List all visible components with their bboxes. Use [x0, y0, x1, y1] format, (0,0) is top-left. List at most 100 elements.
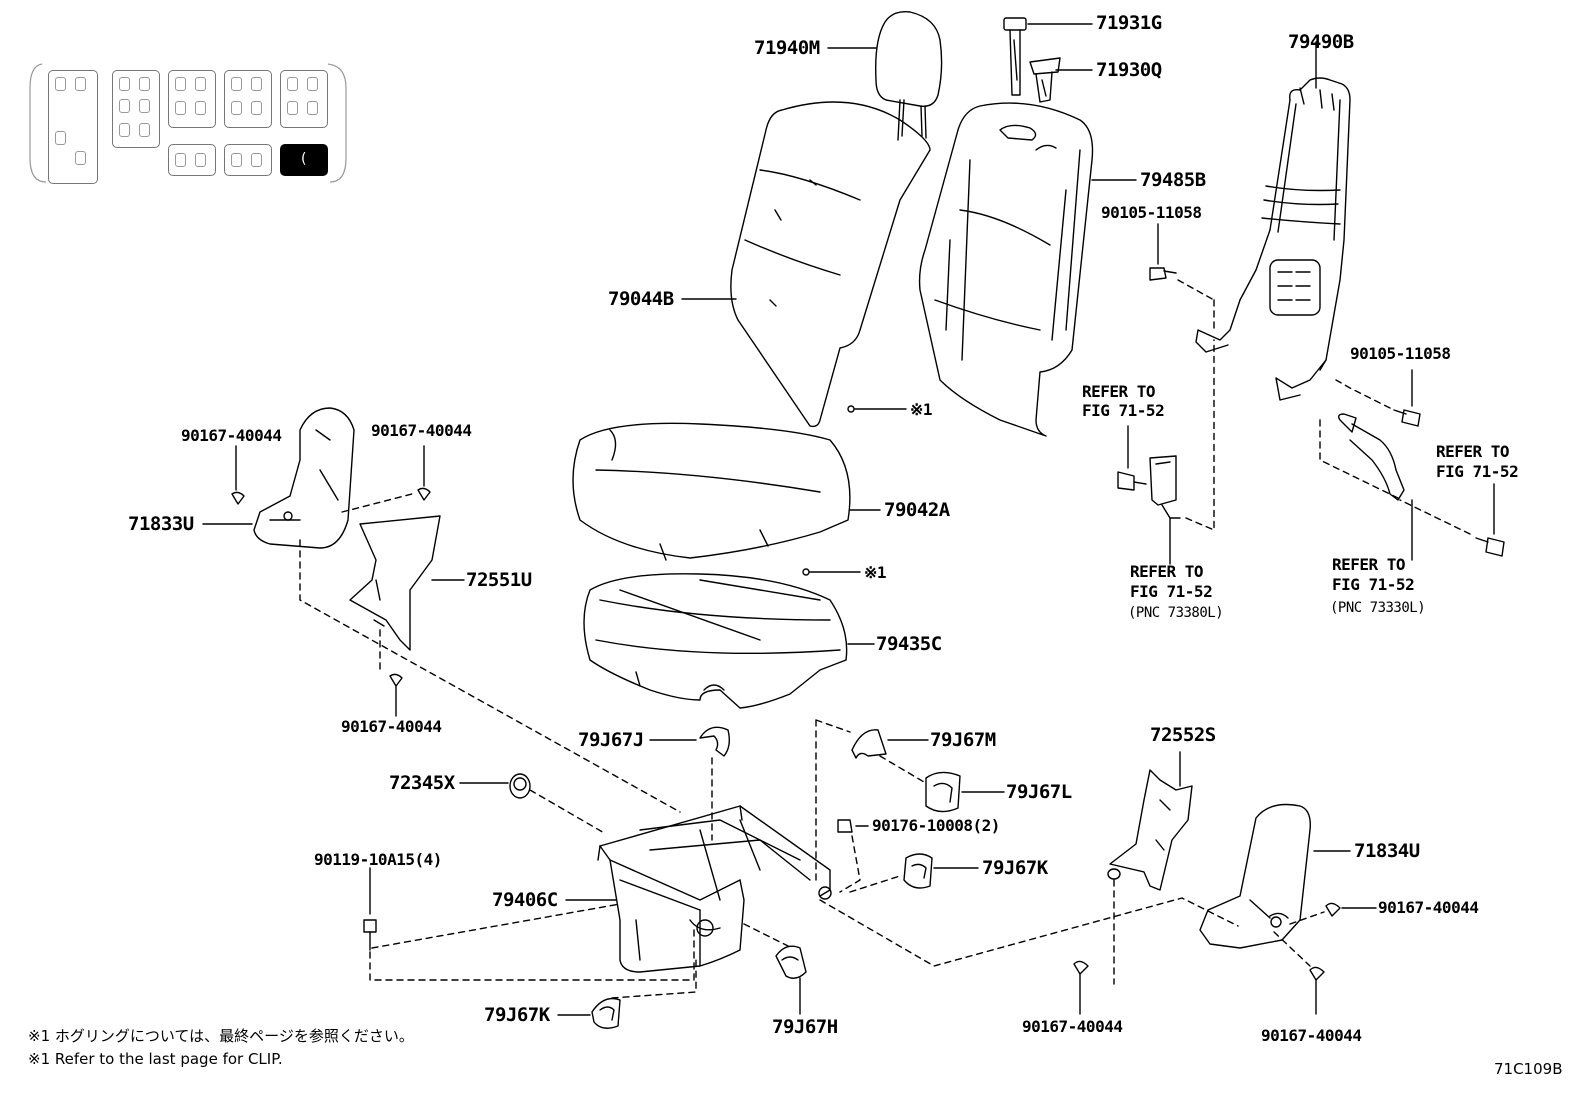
headrest-guides — [1003, 17, 1061, 103]
label-refer-4a: REFER TO — [1332, 555, 1406, 574]
bushing-72345X — [509, 773, 531, 799]
cover-79J67H — [775, 945, 807, 979]
label-71834U[interactable]: 71834U — [1354, 840, 1420, 862]
label-90167-40044-c[interactable]: 90167-40044 — [341, 717, 442, 736]
dash-90105-a — [1177, 279, 1215, 331]
dash-90119 — [369, 925, 695, 981]
label-72345X[interactable]: 72345X — [389, 772, 455, 794]
dash-90167-f — [1273, 931, 1311, 967]
layout-thumb-5[interactable] — [280, 70, 328, 128]
label-refer-1b[interactable]: FIG 71-52 — [1082, 401, 1165, 420]
label-90105-11058-b[interactable]: 90105-11058 — [1350, 344, 1451, 363]
dash-79J67M — [815, 719, 851, 881]
side-shield-71834U — [1199, 803, 1311, 949]
label-90105-11058-a[interactable]: 90105-11058 — [1101, 203, 1202, 222]
cover-79J67J — [699, 726, 731, 757]
label-refer-3b[interactable]: FIG 71-52 — [1130, 582, 1213, 601]
side-trim-72552S — [1107, 769, 1193, 891]
layout-thumb-6[interactable] — [168, 144, 216, 176]
dash-anchor-right — [1319, 419, 1471, 535]
bolt-90176 — [837, 819, 853, 833]
cover-79J67K-b — [591, 997, 621, 1029]
label-90167-40044-d[interactable]: 90167-40044 — [1022, 1017, 1123, 1036]
layout-thumb-3[interactable] — [168, 70, 216, 128]
cover-79J67M — [851, 729, 887, 759]
active-thumb-glyph: ( — [301, 151, 307, 167]
label-79J67J[interactable]: 79J67J — [578, 729, 644, 751]
footnote-english: ※1 Refer to the last page for CLIP. — [28, 1050, 283, 1068]
dash-90105-b — [1335, 379, 1391, 409]
dash-71833U — [299, 539, 681, 813]
label-90167-40044-a[interactable]: 90167-40044 — [181, 426, 282, 445]
label-90119-10A15[interactable]: 90119-10A15(4) — [314, 850, 442, 869]
label-refer-4b[interactable]: FIG 71-52 — [1332, 575, 1415, 594]
label-79485B[interactable]: 79485B — [1140, 169, 1206, 191]
label-79406C[interactable]: 79406C — [492, 889, 558, 911]
figure-code: 71C109B — [1494, 1060, 1563, 1078]
cover-79J67K-a — [903, 853, 933, 889]
clip-90167-c — [389, 673, 403, 687]
label-refer-1a: REFER TO — [1082, 382, 1156, 401]
label-72552S[interactable]: 72552S — [1150, 724, 1216, 746]
footnote-japanese: ※1 ホグリングについては、最終ページを参照ください。 — [28, 1027, 414, 1045]
seat-belt-buckle-left — [1117, 455, 1181, 519]
dash-79J67K-a — [849, 875, 901, 893]
label-refer-3c: (PNC 73380L) — [1128, 605, 1224, 621]
bolt-90105-a — [1149, 267, 1177, 281]
layout-thumb-8-active[interactable]: ( — [280, 144, 328, 176]
label-79044B[interactable]: 79044B — [608, 288, 674, 310]
label-refer-2b[interactable]: FIG 71-52 — [1436, 462, 1519, 481]
label-71930Q[interactable]: 71930Q — [1096, 59, 1162, 81]
clip-ring-2 — [802, 568, 810, 576]
label-79042A[interactable]: 79042A — [884, 499, 950, 521]
dash-buckle-left — [1185, 339, 1215, 531]
clip-90167-b — [417, 487, 431, 501]
clip-90167-e — [1325, 902, 1341, 917]
label-79J67H[interactable]: 79J67H — [772, 1016, 838, 1038]
side-shield-71833U — [253, 407, 355, 549]
clip-90167-a — [231, 491, 245, 505]
dash-72552S-b — [819, 897, 1239, 967]
label-79J67K-a[interactable]: 79J67K — [982, 857, 1048, 879]
seat-belt-anchor-right — [1337, 413, 1405, 501]
cover-79J67L — [925, 771, 961, 813]
label-refer-2a: REFER TO — [1436, 442, 1510, 461]
label-90167-40044-f[interactable]: 90167-40044 — [1261, 1026, 1362, 1045]
seat-frame — [597, 805, 832, 973]
seatback-frame — [1195, 77, 1351, 401]
label-79435C[interactable]: 79435C — [876, 633, 942, 655]
seat-layout-selector: ( — [28, 58, 348, 188]
dash-90167-b — [341, 493, 413, 513]
dash-90119-b — [371, 903, 621, 949]
label-79J67M[interactable]: 79J67M — [930, 729, 996, 751]
clip-90167-d — [1073, 960, 1089, 975]
label-79490B[interactable]: 79490B — [1288, 31, 1354, 53]
label-71833U[interactable]: 71833U — [128, 513, 194, 535]
layout-thumb-4[interactable] — [224, 70, 272, 128]
layout-thumb-1[interactable] — [48, 70, 98, 184]
seat-cushion-pad — [583, 573, 848, 709]
label-90176-10008[interactable]: 90176-10008(2) — [872, 816, 1000, 835]
dash-79J67H — [743, 923, 789, 947]
label-72551U[interactable]: 72551U — [466, 569, 532, 591]
clip-90167-f — [1309, 966, 1325, 981]
label-90167-40044-b[interactable]: 90167-40044 — [371, 421, 472, 440]
label-clip-1: ※1 — [910, 400, 933, 419]
seatback-cover — [730, 101, 931, 428]
label-71931G[interactable]: 71931G — [1096, 12, 1162, 34]
layout-thumb-7[interactable] — [224, 144, 272, 176]
bolt-90105-b — [1393, 409, 1421, 427]
label-90167-40044-e[interactable]: 90167-40044 — [1378, 898, 1479, 917]
clip-ring-1 — [847, 405, 855, 413]
label-71940M[interactable]: 71940M — [754, 37, 820, 59]
bolt-90119 — [363, 919, 377, 951]
selector-frame — [29, 63, 347, 183]
dash-79J67K-b — [611, 959, 697, 999]
label-refer-4c: (PNC 73330L) — [1330, 600, 1426, 616]
label-79J67L[interactable]: 79J67L — [1006, 781, 1072, 803]
dash-90167-e — [1289, 911, 1325, 925]
headrest — [875, 11, 943, 141]
layout-thumb-2[interactable] — [112, 70, 160, 148]
label-79J67K-b[interactable]: 79J67K — [484, 1004, 550, 1026]
